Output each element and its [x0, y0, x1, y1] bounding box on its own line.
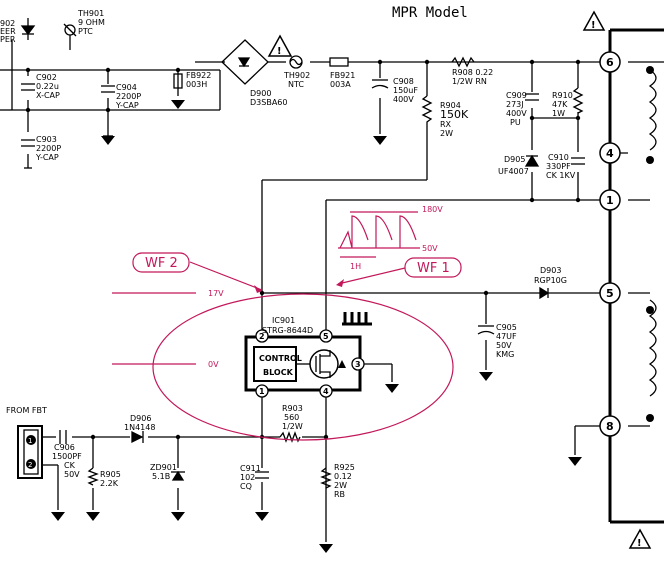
partial-label-a: 902 [0, 19, 15, 28]
wf1-label: WF 1 [417, 261, 450, 276]
ground-symbols [24, 100, 582, 553]
control-block-label-1: CONTROL [259, 354, 302, 363]
diagram-title: MPR Model [392, 5, 468, 21]
v180-label: 180V [422, 205, 443, 214]
partial-label-b: EER [0, 27, 16, 36]
ic-pin-4: 4 [323, 387, 329, 396]
junction-dots [25, 59, 581, 440]
ic901: 2 5 1 4 3 CONTROL BLOCK [244, 312, 372, 398]
ic-pin-2: 2 [259, 332, 265, 341]
partial-label-c: PER [0, 35, 16, 44]
pin-5: 5 [606, 287, 614, 300]
pin-6: 6 [606, 56, 614, 69]
fbt-pin-2: 2 [28, 461, 32, 469]
warning-mark-2: ! [591, 20, 596, 31]
fbt-connector-pins: 1 2 [26, 435, 36, 469]
pin-8: 8 [606, 420, 614, 433]
transformer [608, 28, 664, 524]
fbt-pin-1: 1 [28, 437, 32, 445]
from-fbt-label: FROM FBT [6, 406, 47, 415]
pin-4: 4 [606, 147, 614, 160]
ic-pin-1: 1 [259, 387, 265, 396]
v50-label: 50V [422, 244, 438, 253]
ic-pin-5: 5 [323, 332, 329, 341]
warning-mark-3: ! [637, 538, 642, 549]
warning-mark-1: ! [277, 46, 282, 57]
pin-1: 1 [606, 194, 614, 207]
v17-label: 17V [208, 289, 224, 298]
ic-pin-3: 3 [355, 360, 361, 369]
warning-icon [267, 10, 652, 549]
v0-label: 0V [208, 360, 219, 369]
transformer-pins: 6 4 1 5 8 [599, 51, 621, 437]
control-block-label-2: BLOCK [263, 368, 294, 377]
wf2-label: WF 2 [145, 256, 178, 271]
h1-label: 1H [350, 262, 361, 271]
annotation-marks [112, 211, 454, 441]
waveform-labels: WF 2 WF 1 180V 50V 1H 17V 0V [132, 205, 462, 369]
components [17, 23, 585, 489]
